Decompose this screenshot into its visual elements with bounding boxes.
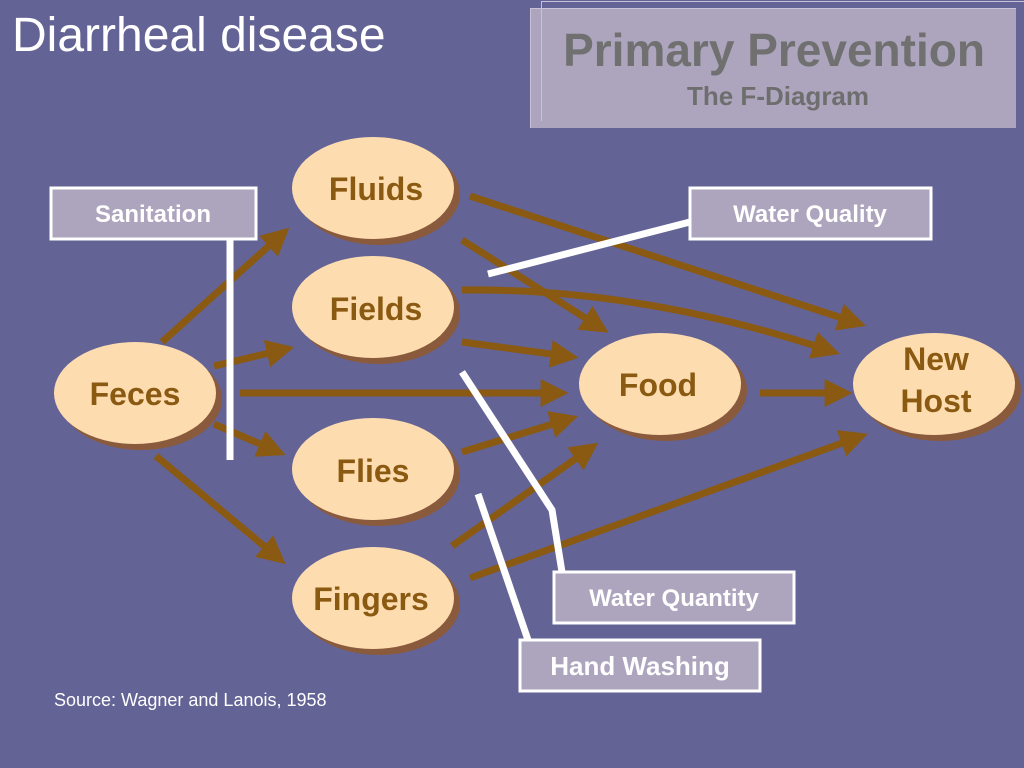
- barrier-lines: [226, 218, 691, 642]
- node-new-host-label-line2: Host: [900, 383, 971, 419]
- node-flies: Flies: [292, 418, 460, 526]
- arrow-feces-fluids: [159, 227, 290, 345]
- arrow-fluids-newhost: [468, 192, 866, 331]
- barrier-hand-washing: Hand Washing: [518, 638, 762, 693]
- arrow-feces-flies: [212, 420, 286, 457]
- primary-prevention-box: Primary Prevention The F-Diagram: [530, 1, 1024, 128]
- source-citation: Source: Wagner and Lanois, 1958: [54, 690, 327, 710]
- node-feces-label: Feces: [90, 376, 181, 412]
- arrow-flies-food: [460, 411, 579, 456]
- node-fingers: Fingers: [292, 547, 460, 655]
- water-quantity-barrier-line: [459, 370, 566, 573]
- barrier-hand-washing-label: Hand Washing: [550, 651, 730, 681]
- node-food-label: Food: [619, 367, 697, 403]
- node-feces: Feces: [54, 342, 222, 450]
- arrow-feces-fingers: [153, 453, 286, 565]
- barrier-sanitation: Sanitation: [49, 186, 258, 241]
- slide-title: Diarrheal disease: [12, 9, 386, 62]
- prevention-title: Primary Prevention: [563, 24, 985, 76]
- barrier-sanitation-label: Sanitation: [95, 201, 211, 228]
- node-fluids-label: Fluids: [329, 171, 423, 207]
- node-flies-label: Flies: [337, 453, 410, 489]
- arrow-fields-food: [461, 338, 579, 368]
- node-fluids: Fluids: [292, 137, 460, 245]
- barrier-water-quantity-label: Water Quantity: [589, 585, 759, 612]
- barrier-water-quantity: Water Quantity: [552, 570, 796, 625]
- arrow-fingers-newhost: [468, 430, 868, 582]
- node-fields: Fields: [292, 256, 460, 364]
- barrier-water-quality: Water Quality: [688, 186, 933, 241]
- transmission-arrows: [153, 192, 868, 582]
- node-new-host: New Host: [853, 333, 1021, 441]
- node-food: Food: [579, 333, 747, 441]
- water-quality-barrier-line: [487, 218, 691, 278]
- prevention-subtitle: The F-Diagram: [686, 81, 870, 111]
- node-fields-label: Fields: [330, 291, 422, 327]
- arrow-fingers-food: [449, 442, 599, 549]
- node-fingers-label: Fingers: [313, 581, 429, 617]
- arrow-fluids-food: [460, 237, 609, 333]
- node-new-host-label-line1: New: [903, 341, 969, 377]
- arrow-fields-newhost: [461, 286, 840, 359]
- hand-washing-barrier-line: [474, 492, 532, 642]
- barrier-water-quality-label: Water Quality: [733, 201, 887, 228]
- arrow-feces-fields: [213, 339, 295, 370]
